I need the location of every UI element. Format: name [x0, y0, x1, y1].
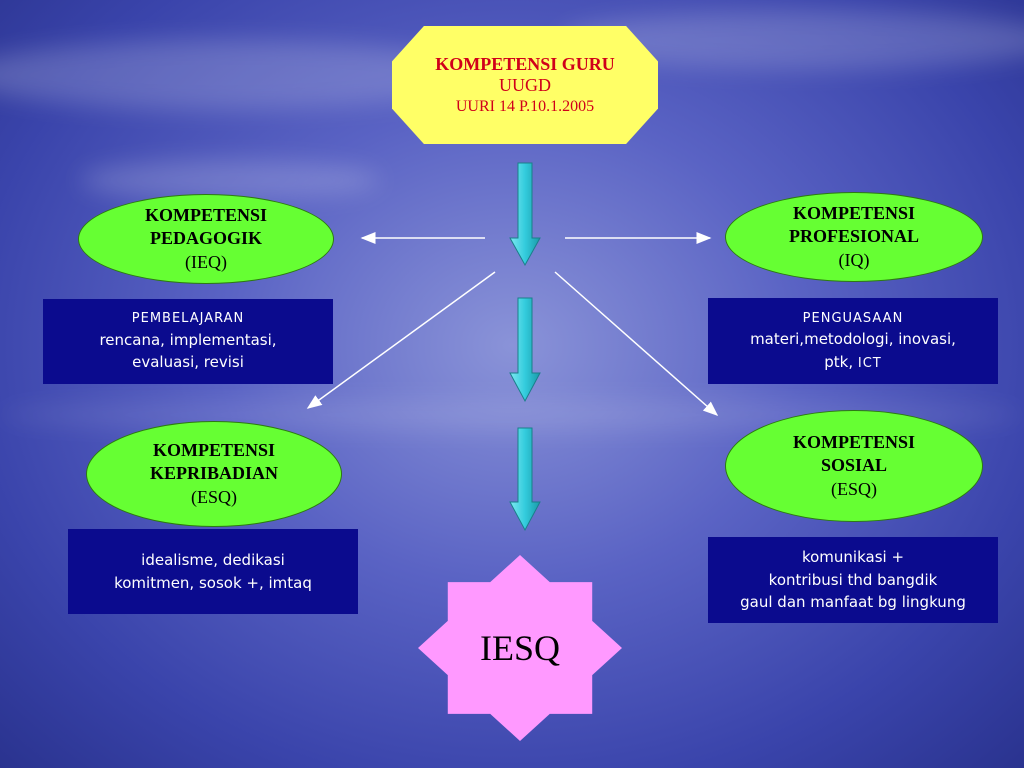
- kepribadian-line1: KOMPETENSI: [152, 439, 276, 460]
- profesional-line3: (IQ): [838, 249, 870, 270]
- profesional-line2: PROFESIONAL: [788, 226, 920, 247]
- arrow-to-sosial: [554, 271, 719, 416]
- penguasaan-box: PENGUASAAN materi,metodologi, inovasi, p…: [708, 298, 998, 384]
- sosial-line1: KOMPETENSI: [792, 431, 916, 452]
- down-arrow-1: [509, 162, 541, 267]
- down-arrow-3: [509, 427, 541, 532]
- top-title: KOMPETENSI GURU: [435, 53, 615, 74]
- penguasaan-line3: ptk, ICT: [708, 351, 998, 374]
- kepribadian-node: KOMPETENSI KEPRIBADIAN (ESQ): [86, 421, 342, 527]
- sosial-node: KOMPETENSI SOSIAL (ESQ): [725, 410, 983, 522]
- sosial-desc-line1: komunikasi +: [801, 548, 905, 567]
- sosial-desc-line3: gaul dan manfaat bg lingkung: [740, 593, 966, 612]
- penguasaan-line3-text: ptk,: [824, 352, 858, 371]
- down-arrow-2: [509, 297, 541, 403]
- pedagogik-line2: PEDAGOGIK: [149, 228, 262, 249]
- sosial-line3: (ESQ): [831, 478, 877, 499]
- profesional-node: KOMPETENSI PROFESIONAL (IQ): [725, 192, 983, 282]
- penguasaan-line2: materi,metodologi, inovasi,: [750, 330, 956, 349]
- sosial-line2: SOSIAL: [820, 455, 888, 476]
- penguasaan-heading: PENGUASAAN: [802, 310, 904, 326]
- kepribadian-desc-box: idealisme, dedikasi komitmen, sosok +, i…: [68, 529, 358, 614]
- pembelajaran-line2: rencana, implementasi,: [99, 330, 277, 349]
- arrow-to-kepribadian: [306, 271, 496, 409]
- top-subtitle: UUGD: [499, 75, 551, 96]
- pedagogik-node: KOMPETENSI PEDAGOGIK (IEQ): [78, 194, 334, 284]
- kepribadian-desc-line1: idealisme, dedikasi: [141, 551, 285, 569]
- iesq-label: IESQ: [480, 628, 560, 668]
- kepribadian-desc-line2: komitmen, sosok +, imtaq: [114, 573, 312, 592]
- iesq-star: IESQ: [418, 555, 622, 741]
- top-law-reference: UURI 14 P.10.1.2005: [455, 98, 595, 115]
- kepribadian-line3: (ESQ): [191, 486, 237, 507]
- pembelajaran-heading: PEMBELAJARAN: [131, 311, 245, 327]
- profesional-line1: KOMPETENSI: [792, 202, 916, 223]
- kepribadian-line2: KEPRIBADIAN: [149, 463, 278, 484]
- pembelajaran-line3: evaluasi, revisi: [132, 353, 244, 372]
- penguasaan-line3-ict: ICT: [857, 355, 882, 371]
- pembelajaran-box: PEMBELAJARAN rencana, implementasi, eval…: [43, 299, 333, 384]
- pedagogik-line3: (IEQ): [185, 251, 227, 272]
- sosial-desc-line2: kontribusi thd bangdik: [768, 570, 938, 589]
- sosial-desc-box: komunikasi + kontribusi thd bangdik gaul…: [708, 537, 998, 623]
- kompetensi-guru-box: KOMPETENSI GURU UUGD UURI 14 P.10.1.2005: [392, 26, 658, 144]
- pedagogik-line1: KOMPETENSI: [144, 204, 268, 225]
